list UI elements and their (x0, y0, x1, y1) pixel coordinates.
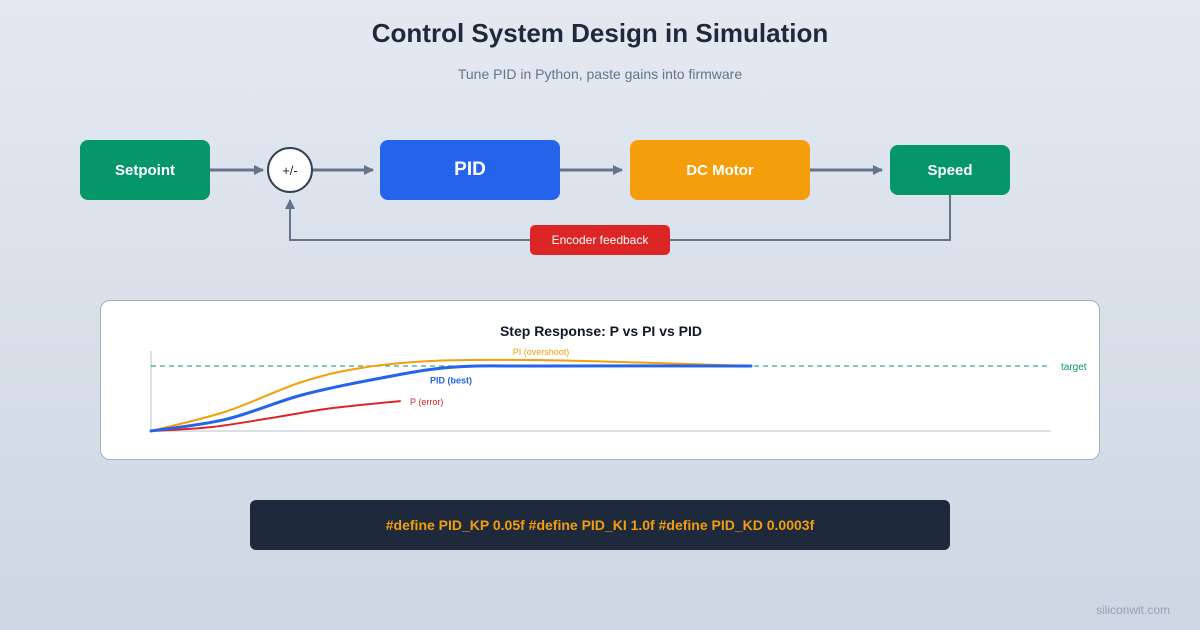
setpoint-label: Setpoint (115, 161, 175, 179)
series-label-pi-overshoot: PI (overshoot) (513, 347, 570, 357)
step-response-chart: Step Response: P vs PI vs PID target P (… (149, 323, 1087, 433)
series-label-pid-best: PID (best) (430, 375, 472, 385)
series-line-p-error (150, 400, 401, 432)
firmware-gains-text: #define PID_KP 0.05f #define PID_KI 1.0f… (385, 517, 815, 533)
series-label-p-error: P (error) (410, 397, 443, 407)
speed-output-block: Speed (890, 145, 1010, 195)
page-subtitle: Tune PID in Python, paste gains into fir… (457, 66, 743, 82)
page-title: Control System Design in Simulation (371, 18, 829, 48)
dc-motor-label: DC Motor (686, 161, 754, 179)
summing-junction-label: +/- (282, 162, 298, 178)
site-watermark: siliconwit.com (1095, 603, 1170, 617)
setpoint-block: Setpoint (80, 140, 210, 200)
pid-controller-label: PID (454, 159, 486, 180)
series-line-pi-overshoot (150, 358, 752, 432)
firmware-gains-code: #define PID_KP 0.05f #define PID_KI 1.0f… (250, 500, 950, 550)
summing-junction: +/- (267, 147, 313, 193)
step-response-chart-card: Step Response: P vs PI vs PID target P (… (100, 300, 1100, 460)
chart-title: Step Response: P vs PI vs PID (500, 323, 702, 339)
encoder-feedback-label: Encoder feedback (530, 225, 670, 255)
target-label: target (1061, 362, 1087, 373)
series-line-pid-best (149, 364, 753, 433)
dc-motor-block: DC Motor (630, 140, 810, 200)
speed-output-label: Speed (927, 161, 973, 179)
pid-controller-block: PID (380, 140, 560, 200)
